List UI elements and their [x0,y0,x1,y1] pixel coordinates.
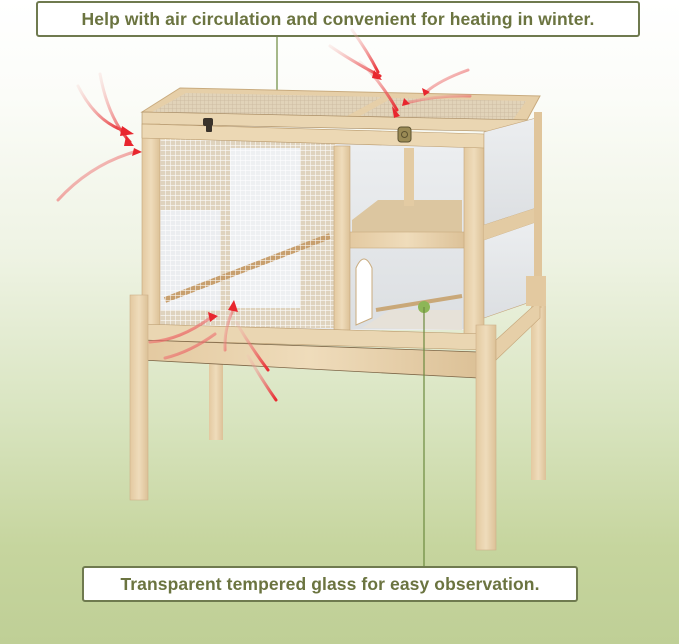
caption-air-circulation: Help with air circulation and convenient… [36,1,640,37]
mesh-top-lid-left [152,93,382,116]
back-left-leg [209,340,223,440]
caption-air-circulation-text: Help with air circulation and convenient… [81,8,595,29]
front-right-post [463,143,485,340]
latch-right-icon [397,126,412,143]
wire-mesh-front [160,138,336,328]
airflow-arrows-icon [56,28,472,402]
caption-tempered-glass-text: Transparent tempered glass for easy obse… [120,573,540,594]
front-left-leg [129,294,149,501]
caption-tempered-glass: Transparent tempered glass for easy obse… [82,566,578,602]
hideout-arch [355,258,373,326]
leader-line-bottom [418,301,430,566]
arrowheads [120,70,430,322]
latch-left-icon [203,118,213,132]
side-glass-upper [483,117,537,226]
center-post [333,145,351,333]
mesh-top-lid-right [360,98,526,121]
upper-platform [352,200,462,232]
front-right-leg [475,324,497,551]
back-right-leg [531,290,546,480]
